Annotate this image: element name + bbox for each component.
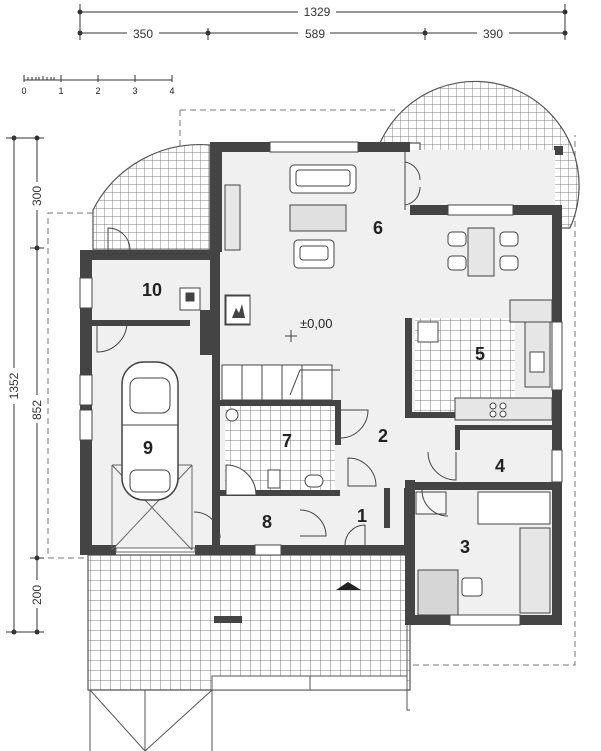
level-mark-label: ±0,00 (300, 316, 332, 331)
room-label-3: 3 (460, 537, 470, 557)
room-label-9: 9 (143, 438, 153, 458)
scale-tick-2: 2 (95, 86, 100, 96)
door-swings (96, 227, 457, 546)
dimension-segment-left: 350 (133, 27, 153, 41)
top-dimensions: 1329 350 589 390 (77, 4, 568, 41)
room-label-8: 8 (262, 512, 272, 532)
dimension-segment-bottom: 200 (30, 585, 44, 605)
dimension-total-width: 1329 (304, 5, 331, 19)
steps (89, 555, 410, 751)
room-label-7: 7 (282, 431, 292, 451)
terrace-bottom (87, 554, 411, 691)
scale-tick-4: 4 (169, 86, 174, 96)
dimension-segment-middle-vertical: 852 (30, 400, 44, 420)
room-labels: 1 2 3 4 5 6 7 8 9 10 (142, 218, 505, 557)
dimension-segment-top: 300 (30, 186, 44, 206)
room-label-6: 6 (373, 218, 383, 238)
fireplace-icon (225, 295, 251, 325)
room-label-4: 4 (495, 456, 505, 476)
windows (79, 141, 563, 626)
kitchen-fittings (417, 299, 553, 421)
car-icon (121, 361, 179, 501)
dimension-segment-right: 390 (483, 27, 503, 41)
scale-bar: 0 1 2 3 4 (21, 75, 175, 96)
bedroom-furniture (415, 491, 551, 616)
room-label-1: 1 (357, 506, 367, 526)
scale-tick-0: 0 (21, 86, 26, 96)
dining-table (447, 227, 519, 277)
left-dimensions: 1352 300 852 200 (6, 135, 45, 635)
terrace-top-left (92, 143, 211, 251)
terrace-door (404, 152, 421, 210)
dimension-segment-middle: 589 (305, 27, 325, 41)
bathroom-fittings (225, 408, 324, 496)
room-label-10: 10 (142, 280, 162, 300)
dimension-total-height: 1352 (7, 372, 21, 399)
level-marker: ±0,00 (285, 316, 332, 342)
scale-tick-3: 3 (132, 86, 137, 96)
room-label-5: 5 (475, 344, 485, 364)
utility-fittings (179, 287, 201, 311)
stairs (221, 364, 340, 401)
room-label-2: 2 (378, 426, 388, 446)
scale-tick-1: 1 (58, 86, 63, 96)
